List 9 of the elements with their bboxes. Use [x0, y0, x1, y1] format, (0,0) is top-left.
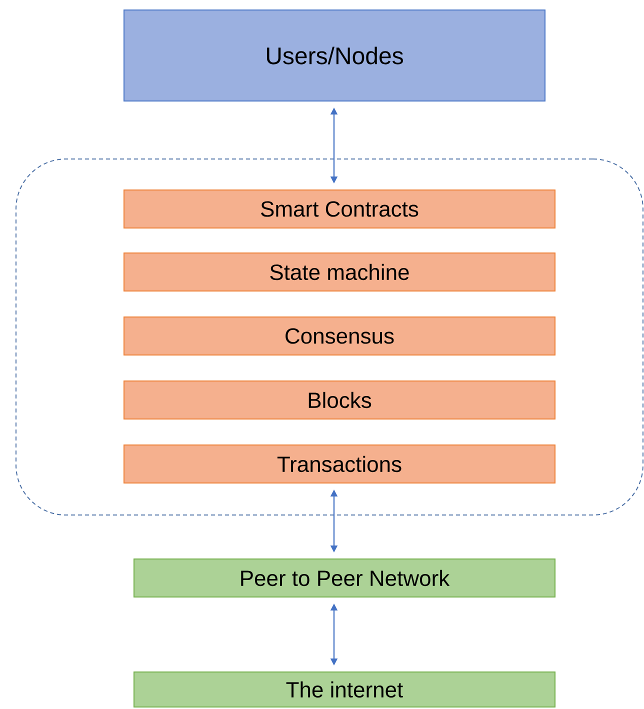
layer-box: Consensus — [124, 316, 556, 356]
layer-box: The internet — [134, 672, 556, 708]
layer-box: Transactions — [124, 444, 556, 484]
layer-box: Smart Contracts — [124, 190, 556, 228]
dashed-group-outline — [16, 158, 644, 516]
layer-box: Blocks — [124, 380, 556, 420]
layer-box: State machine — [124, 252, 556, 292]
layer-box: Users/Nodes — [124, 10, 546, 102]
layer-box: Peer to Peer Network — [134, 558, 556, 598]
